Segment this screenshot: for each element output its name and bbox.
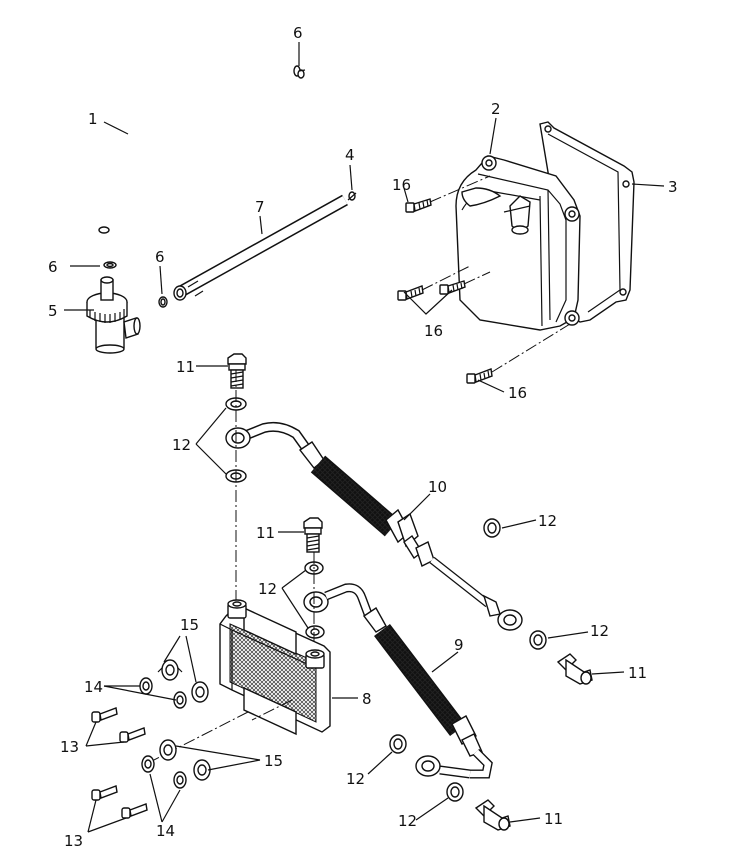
tube-clip — [347, 191, 357, 201]
valve-cover-bolt-left — [397, 285, 424, 301]
valve-cover-gasket — [539, 121, 635, 323]
oil-cooler-lower-hose — [303, 583, 493, 779]
callout-12-mid: 12 — [258, 580, 277, 598]
leader-lines — [64, 42, 665, 833]
mount-axis-upper — [251, 699, 293, 721]
callout-10: 10 — [428, 478, 447, 496]
callout-6-mid: 6 — [155, 248, 165, 266]
sealing-washer-5 — [483, 518, 501, 538]
callout-labels: 1 6 2 3 4 7 16 6 6 5 16 16 11 12 10 12 1… — [48, 24, 678, 850]
mounting-bolt-3 — [91, 785, 118, 801]
callout-14-upper: 14 — [84, 678, 103, 696]
callout-15-upper: 15 — [180, 616, 199, 634]
breather-tube — [173, 194, 348, 301]
callout-11-right: 11 — [628, 664, 647, 682]
valve-cover-bolt-mid — [439, 280, 466, 295]
valve-cover — [455, 155, 581, 331]
callout-16-mid: 16 — [424, 322, 443, 340]
sealing-washer-7 — [389, 734, 407, 754]
oil-cooler-upper-hose — [225, 421, 523, 631]
callout-13-lower: 13 — [64, 832, 83, 850]
valve-cover-bolt-top — [405, 198, 432, 213]
callout-11-top: 11 — [176, 358, 195, 376]
mounting-bolt-1 — [91, 707, 118, 723]
sealing-washer-6 — [529, 630, 547, 650]
banjo-bolt-right — [556, 653, 593, 685]
callout-12-lower-left: 12 — [346, 770, 365, 788]
separator-clip — [103, 261, 117, 269]
callout-12-upper: 12 — [172, 436, 191, 454]
callout-7: 7 — [255, 198, 265, 216]
callout-2: 2 — [491, 100, 501, 118]
rubber-grommet-4 — [193, 759, 211, 781]
callout-16-bottom: 16 — [508, 384, 527, 402]
bolt-axis-bottom — [491, 323, 571, 373]
rubber-grommet-2 — [191, 681, 209, 703]
callout-12-right-upper: 12 — [538, 512, 557, 530]
banjo-bolt-bottom — [474, 799, 511, 831]
callout-11-bottom: 11 — [544, 810, 563, 828]
callout-6-top: 6 — [293, 24, 303, 42]
breather-separator — [86, 276, 141, 354]
valve-cover-bolt-bottom — [466, 368, 493, 384]
rubber-grommet-3 — [159, 739, 177, 761]
sealing-washer-8 — [446, 782, 464, 802]
rubber-grommet-1 — [157, 659, 183, 681]
mounting-bolt-2 — [119, 727, 146, 743]
bolt-axis-left — [421, 265, 471, 291]
callout-12-lower: 12 — [398, 812, 417, 830]
oil-cooler — [219, 599, 331, 736]
banjo-bolt-top — [227, 353, 247, 389]
callout-12-right-lower: 12 — [590, 622, 609, 640]
hose-clip-top — [297, 69, 306, 79]
flat-washer-1 — [139, 677, 153, 695]
banjo-bolt-mid — [303, 517, 323, 553]
bolt-axis-top — [429, 175, 491, 203]
mounting-bolt-4 — [121, 803, 148, 819]
callout-16-top: 16 — [392, 176, 411, 194]
callout-9: 9 — [454, 636, 464, 654]
flat-washer-4 — [173, 771, 187, 789]
tube-end-clip — [158, 296, 168, 308]
flat-washer-3 — [141, 755, 155, 773]
breather-hose — [98, 65, 301, 234]
callout-8: 8 — [362, 690, 372, 708]
callout-13-upper: 13 — [60, 738, 79, 756]
callout-15-lower: 15 — [264, 752, 283, 770]
callout-6-left: 6 — [48, 258, 58, 276]
callout-14-lower: 14 — [156, 822, 175, 840]
callout-11-mid: 11 — [256, 524, 275, 542]
callout-3: 3 — [668, 178, 678, 196]
sealing-washer-4 — [305, 625, 325, 639]
callout-5: 5 — [48, 302, 58, 320]
callout-1: 1 — [88, 110, 98, 128]
bolt-axis-mid — [463, 271, 491, 285]
callout-4: 4 — [345, 146, 355, 164]
